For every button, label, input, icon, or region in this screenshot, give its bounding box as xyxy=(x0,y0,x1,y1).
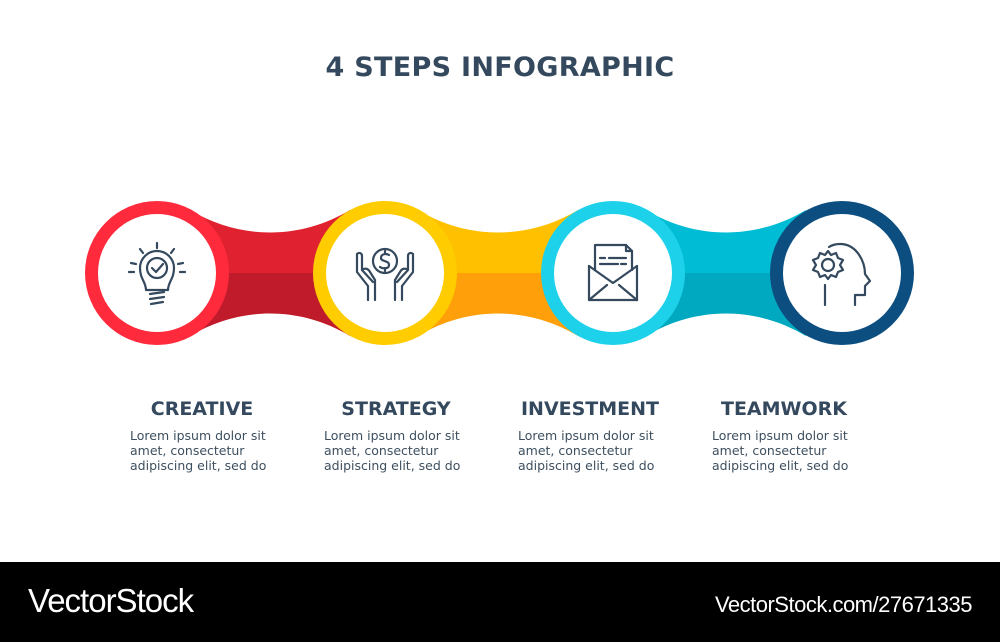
step-circle-teamwork xyxy=(770,201,914,345)
page-title: 4 STEPS INFOGRAPHIC xyxy=(325,52,675,83)
step-description: Lorem ipsum dolor sit amet, consectetur … xyxy=(324,428,461,473)
lightbulb-check-icon xyxy=(127,241,187,306)
head-gear-icon xyxy=(811,242,872,307)
connector-1-2 xyxy=(190,210,350,336)
steps-diagram xyxy=(85,201,914,345)
envelope-document-icon xyxy=(587,243,639,302)
step-circle-creative xyxy=(85,201,229,345)
image-reference: VectorStock.com/27671335 xyxy=(714,592,973,617)
step-creative: CREATIVE Lorem ipsum dolor sit amet, con… xyxy=(112,398,292,473)
footer-bar: VectorStock VectorStock.com/27671335 xyxy=(0,562,1000,642)
step-title: TEAMWORK xyxy=(720,398,847,420)
connector-2-3 xyxy=(418,210,578,336)
brand-logo: VectorStock xyxy=(28,582,194,619)
step-investment: INVESTMENT Lorem ipsum dolor sit amet, c… xyxy=(500,398,680,473)
step-circle-investment xyxy=(541,201,685,345)
step-title: STRATEGY xyxy=(341,398,451,420)
step-title: CREATIVE xyxy=(150,398,254,420)
step-teamwork: TEAMWORK Lorem ipsum dolor sit amet, con… xyxy=(694,398,874,473)
step-strategy: STRATEGY Lorem ipsum dolor sit amet, con… xyxy=(306,398,486,473)
hands-dollar-icon xyxy=(355,247,415,302)
step-description: Lorem ipsum dolor sit amet, consectetur … xyxy=(518,428,655,473)
step-description: Lorem ipsum dolor sit amet, consectetur … xyxy=(712,428,849,473)
connector-3-4 xyxy=(646,210,806,336)
step-title: INVESTMENT xyxy=(520,398,660,420)
step-description: Lorem ipsum dolor sit amet, consectetur … xyxy=(130,428,267,473)
